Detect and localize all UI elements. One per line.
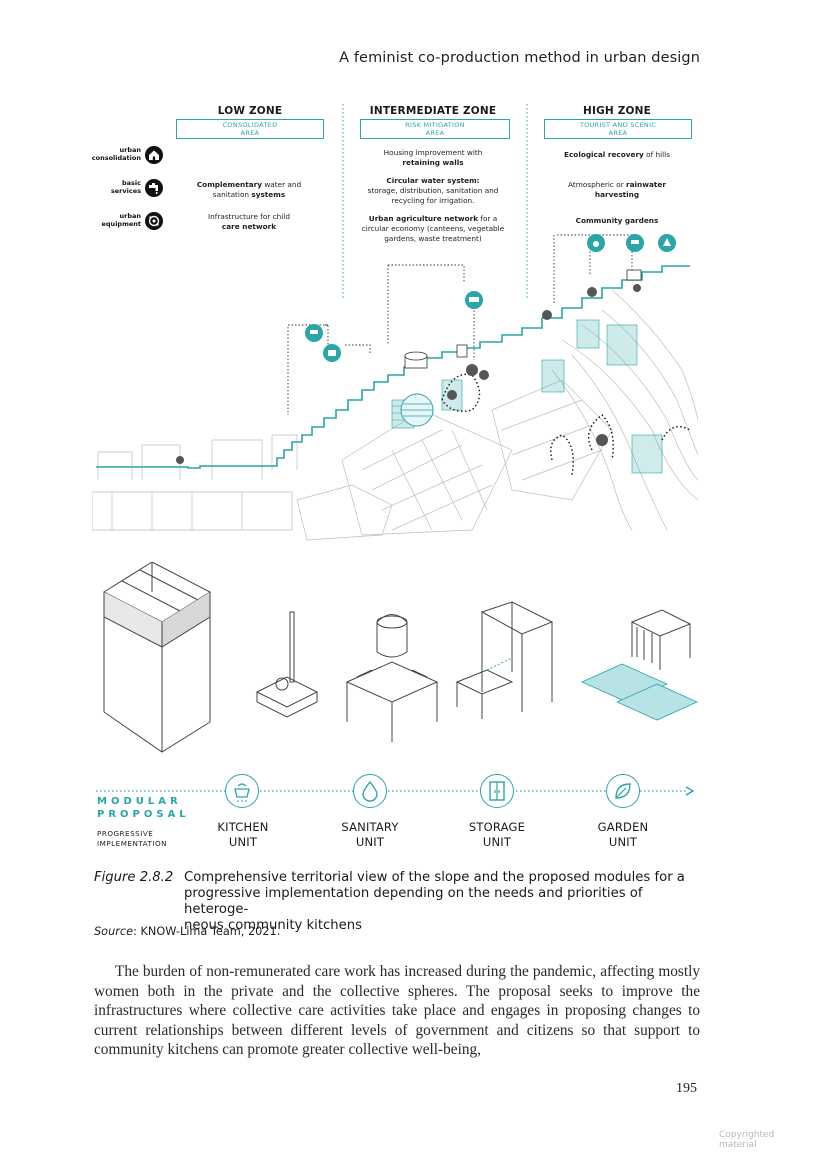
caption-line: Comprehensive territorial view of the sl…: [184, 870, 685, 885]
zone-item-text: for a: [478, 214, 498, 223]
zone-item: Urban agriculture network for a circular…: [350, 214, 516, 244]
zone-item-bold: retaining walls: [402, 158, 464, 167]
zone-item: Circular water system: storage, distribu…: [350, 176, 516, 206]
legend-label-line: basic: [122, 179, 141, 187]
zone-title: INTERMEDIATE ZONE: [369, 105, 497, 117]
body-paragraph: The burden of non-remunerated care work …: [94, 963, 700, 1059]
running-header: A feminist co-production method in urban…: [339, 50, 700, 66]
legend-label: urban equipment: [80, 212, 142, 228]
cooking-pot-icon: [225, 774, 259, 808]
zone-item-bold: rainwater: [626, 180, 666, 189]
source-label: Source: [94, 925, 134, 938]
zone-item: Infrastructure for child care network: [176, 212, 322, 232]
zone-item: Community gardens: [544, 216, 690, 226]
figure-source: Source: KNOW-Lima Team, 2021.: [94, 925, 280, 938]
legend-label-line: urban: [119, 146, 142, 154]
zone-item-bold: Ecological recovery: [564, 150, 644, 159]
equipment-icon: [145, 212, 163, 230]
zone-item-text: Infrastructure for child: [208, 212, 290, 221]
zone-area-box: RISK MITIGATION AREA: [360, 119, 510, 139]
zone-area-line: RISK MITIGATION: [405, 121, 465, 129]
legend-label-line: services: [110, 186, 141, 195]
progressive-implementation-label: PROGRESSIVE IMPLEMENTATION: [97, 829, 167, 849]
zone-item-text: recycling for irrigation.: [391, 196, 475, 205]
legend-label-line: equipment: [101, 219, 142, 228]
unit-unit: UNIT: [355, 835, 385, 849]
unit-name: SANITARY: [341, 820, 399, 834]
zone-item-text: Atmospheric or: [568, 180, 627, 189]
legend-label-line: consolidation: [91, 153, 141, 162]
zone-item: Atmospheric or rainwater harvesting: [544, 180, 690, 200]
zone-item-bold: Community gardens: [575, 216, 659, 225]
zone-item-bold: harvesting: [594, 190, 640, 199]
zone-title: HIGH ZONE: [582, 105, 652, 117]
zone-item-text: sanitation: [212, 190, 252, 199]
unit-name: KITCHEN: [217, 820, 269, 834]
legend-label-line: urban: [119, 212, 142, 220]
figure-label: Figure 2.8.2: [94, 870, 173, 886]
zone-area-box: TOURIST AND SCENIC AREA: [544, 119, 692, 139]
zone-area-box: CONSOLIDATED AREA: [176, 119, 324, 139]
unit-sanitary: SANITARY UNIT: [322, 820, 418, 850]
water-drop-icon: [353, 774, 387, 808]
faucet-icon: [145, 179, 163, 197]
territorial-slope-illustration: [92, 234, 698, 541]
zone-area-line: AREA: [240, 129, 260, 137]
modular-sub-line: PROGRESSIVE: [97, 829, 154, 838]
zone-item: Complementary water and sanitation syste…: [176, 180, 322, 200]
modular-proposal-title: MODULAR PROPOSAL: [97, 795, 190, 821]
figure-number: Figure 2.8.2: [94, 870, 174, 885]
zone-item: Housing improvement with retaining walls: [350, 148, 516, 168]
cabinet-icon: [480, 774, 514, 808]
zone-area-line: CONSOLIDATED: [222, 121, 278, 129]
unit-kitchen: KITCHEN UNIT: [195, 820, 291, 850]
zone-area-line: AREA: [425, 129, 445, 137]
unit-unit: UNIT: [228, 835, 258, 849]
modular-sub-line: IMPLEMENTATION: [97, 839, 168, 848]
zone-area-line: AREA: [608, 129, 628, 137]
house-icon: [145, 146, 163, 164]
modular-timeline: [96, 786, 695, 796]
figure-caption: Comprehensive territorial view of the sl…: [184, 870, 706, 934]
copyright-notice: Copyrighted material: [719, 1130, 775, 1150]
page-number: 195: [676, 1081, 697, 1096]
source-text: : KNOW-Lima Team, 2021.: [133, 925, 281, 938]
zone-item: Ecological recovery of hills: [544, 150, 690, 160]
modular-title-line: PROPOSAL: [97, 809, 190, 820]
unit-storage: STORAGE UNIT: [449, 820, 545, 850]
leaf-icon: [606, 774, 640, 808]
modules-illustration: [102, 562, 698, 753]
arrow-right-icon: [685, 786, 695, 796]
zone-item-text: circular economy (canteens, vegetable: [361, 224, 505, 233]
zone-item-bold: care network: [221, 222, 277, 231]
caption-line: neous community kitchens: [184, 918, 362, 933]
zone-title: LOW ZONE: [217, 105, 283, 117]
zone-item-bold: Urban agriculture network: [368, 214, 479, 223]
zone-item-bold: Circular water system:: [386, 176, 480, 185]
unit-name: GARDEN: [597, 820, 649, 834]
zone-item-text: gardens, waste treatment): [384, 234, 482, 243]
legend-label: basic services: [80, 179, 141, 195]
zone-item-bold: systems: [251, 190, 286, 199]
unit-garden: GARDEN UNIT: [575, 820, 671, 850]
unit-unit: UNIT: [608, 835, 638, 849]
zone-area-line: TOURIST AND SCENIC: [579, 121, 657, 129]
zone-item-text: of hills: [643, 150, 670, 159]
unit-unit: UNIT: [482, 835, 512, 849]
zone-item-text: storage, distribution, sanitation and: [367, 186, 499, 195]
zone-separators: [342, 104, 528, 300]
zone-item-text: water and: [262, 180, 302, 189]
caption-line: progressive implementation depending on …: [184, 886, 643, 917]
zone-item-text: Housing improvement with: [383, 148, 483, 157]
zone-item-bold: Complementary: [196, 180, 262, 189]
legend-label: urban consolidation: [80, 146, 142, 162]
modular-title-line: MODULAR: [97, 796, 182, 807]
unit-name: STORAGE: [468, 820, 526, 834]
